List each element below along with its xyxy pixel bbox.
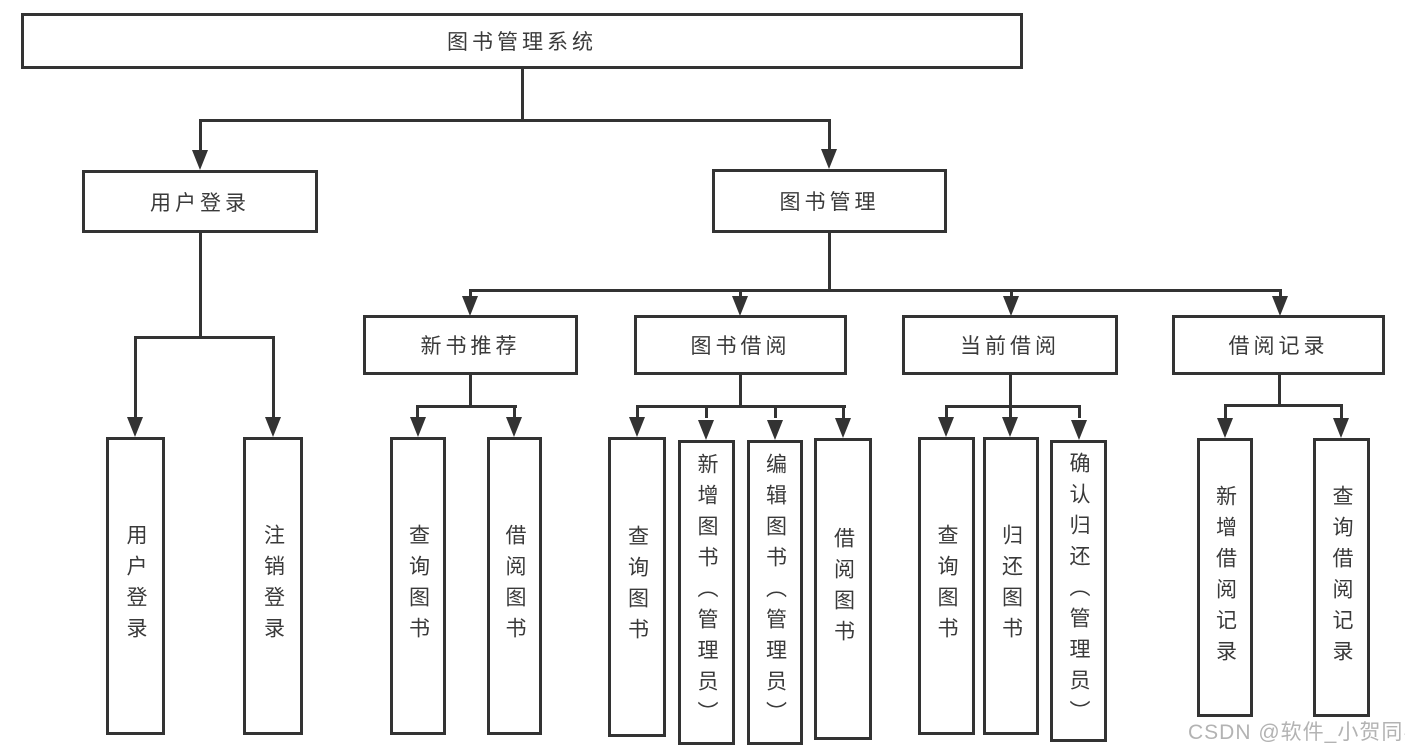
connector-line bbox=[828, 119, 831, 152]
leaf-confirm-return-admin: 确认归还（管理员） bbox=[1050, 440, 1107, 742]
connector-line bbox=[828, 233, 831, 290]
connector-line bbox=[1009, 375, 1012, 408]
connector-line bbox=[1009, 405, 1012, 418]
arrow-down-icon bbox=[1217, 418, 1233, 438]
leaf-return-books: 归还图书 bbox=[983, 437, 1039, 735]
connector-line bbox=[636, 405, 639, 418]
connector-line bbox=[1278, 375, 1281, 406]
leaf-add-books-admin: 新增图书（管理员） bbox=[678, 440, 735, 745]
node-new-book-recommend: 新书推荐 bbox=[363, 315, 578, 375]
connector-line bbox=[774, 405, 777, 418]
connector-line bbox=[134, 336, 137, 419]
arrow-down-icon bbox=[1002, 417, 1018, 437]
node-label: 编辑图书（管理员） bbox=[763, 453, 787, 732]
node-label: 借阅图书 bbox=[831, 527, 855, 651]
leaf-user-login: 用户登录 bbox=[106, 437, 165, 735]
connector-line bbox=[1279, 289, 1282, 299]
connector-line bbox=[1224, 404, 1227, 418]
connector-line bbox=[945, 405, 948, 418]
leaf-borrow-books: 借阅图书 bbox=[814, 438, 872, 740]
leaf-borrow-books-recommend: 借阅图书 bbox=[487, 437, 542, 735]
connector-line bbox=[945, 405, 1081, 408]
node-label: 注销登录 bbox=[261, 524, 285, 648]
leaf-add-borrow-record: 新增借阅记录 bbox=[1197, 438, 1253, 717]
node-label: 查询借阅记录 bbox=[1330, 484, 1353, 671]
arrow-down-icon bbox=[1272, 296, 1288, 316]
node-system-root: 图书管理系统 bbox=[21, 13, 1023, 69]
node-label: 图书借阅 bbox=[690, 335, 791, 358]
connector-line bbox=[469, 375, 472, 408]
arrow-down-icon bbox=[265, 417, 281, 437]
connector-line bbox=[739, 375, 742, 408]
node-label: 新增图书（管理员） bbox=[695, 453, 718, 732]
node-label: 用户登录 bbox=[150, 191, 250, 215]
arrow-down-icon bbox=[732, 296, 748, 316]
node-user-login: 用户登录 bbox=[82, 170, 318, 233]
connector-line bbox=[416, 405, 419, 418]
connector-line bbox=[199, 119, 831, 122]
connector-line bbox=[416, 405, 517, 408]
node-label: 新书推荐 bbox=[420, 335, 521, 358]
node-book-management: 图书管理 bbox=[712, 169, 947, 233]
arrow-down-icon bbox=[1003, 296, 1019, 316]
arrow-down-icon bbox=[698, 420, 714, 440]
connector-line bbox=[842, 405, 845, 418]
connector-line bbox=[199, 233, 202, 337]
connector-line bbox=[513, 405, 516, 418]
leaf-query-books-current: 查询图书 bbox=[918, 437, 975, 735]
node-label: 图书管理 bbox=[779, 191, 880, 214]
arrow-down-icon bbox=[767, 420, 783, 440]
node-label: 查询图书 bbox=[625, 525, 649, 649]
connector-line bbox=[705, 405, 708, 418]
node-label: 当前借阅 bbox=[960, 335, 1060, 358]
connector-line bbox=[469, 289, 472, 299]
arrow-down-icon bbox=[821, 149, 837, 169]
node-label: 归还图书 bbox=[999, 524, 1023, 648]
arrow-down-icon bbox=[127, 417, 143, 437]
connector-line bbox=[1010, 289, 1013, 299]
connector-line bbox=[469, 289, 1282, 292]
node-label: 图书管理系统 bbox=[447, 31, 597, 54]
arrow-down-icon bbox=[629, 417, 645, 437]
node-current-borrow: 当前借阅 bbox=[902, 315, 1118, 375]
watermark: CSDN @软件_小贺同学 bbox=[1188, 721, 1405, 744]
node-label: 用户登录 bbox=[124, 524, 147, 648]
node-book-borrow: 图书借阅 bbox=[634, 315, 847, 375]
arrow-down-icon bbox=[506, 417, 522, 437]
node-label: 借阅图书 bbox=[503, 524, 526, 648]
connector-line bbox=[1340, 404, 1343, 418]
connector-line bbox=[199, 119, 202, 152]
node-label: 确认归还（管理员） bbox=[1067, 451, 1090, 731]
node-label: 查询图书 bbox=[406, 524, 430, 648]
node-label: 查询图书 bbox=[935, 524, 958, 648]
connector-line bbox=[134, 336, 275, 339]
connector-line bbox=[636, 405, 846, 408]
connector-line bbox=[272, 336, 275, 419]
arrow-down-icon bbox=[192, 150, 208, 170]
leaf-query-borrow-record: 查询借阅记录 bbox=[1313, 438, 1370, 717]
connector-line bbox=[1078, 405, 1081, 418]
node-borrow-records: 借阅记录 bbox=[1172, 315, 1385, 375]
leaf-edit-books-admin: 编辑图书（管理员） bbox=[747, 440, 803, 745]
connector-line bbox=[1224, 404, 1343, 407]
leaf-query-books-recommend: 查询图书 bbox=[390, 437, 446, 735]
node-label: 新增借阅记录 bbox=[1213, 484, 1237, 671]
arrow-down-icon bbox=[1071, 420, 1087, 440]
arrow-down-icon bbox=[938, 417, 954, 437]
arrow-down-icon bbox=[410, 417, 426, 437]
arrow-down-icon bbox=[462, 296, 478, 316]
connector-line bbox=[521, 69, 524, 120]
node-label: 借阅记录 bbox=[1228, 335, 1329, 358]
arrow-down-icon bbox=[835, 418, 851, 438]
connector-line bbox=[739, 289, 742, 299]
arrow-down-icon bbox=[1333, 418, 1349, 438]
leaf-logout: 注销登录 bbox=[243, 437, 303, 735]
leaf-query-books-borrow: 查询图书 bbox=[608, 437, 666, 737]
